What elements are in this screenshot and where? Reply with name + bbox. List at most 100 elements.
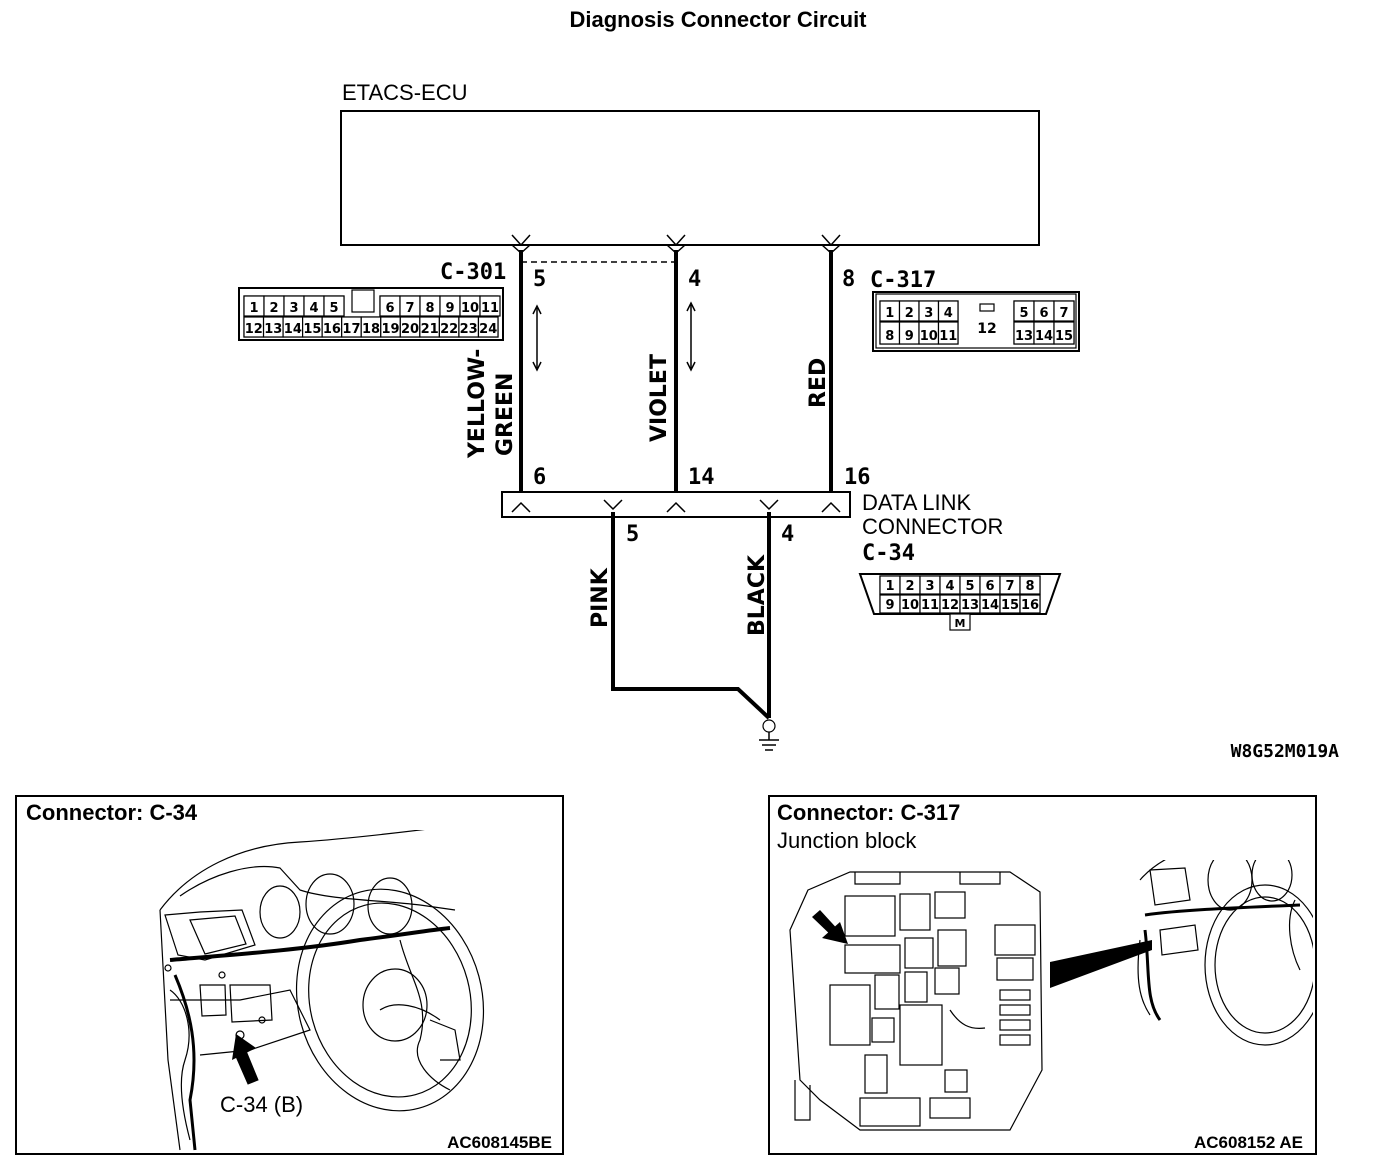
c34-pin-3: 3	[925, 579, 934, 594]
dashboard-illustration-left	[159, 830, 485, 1151]
pin-dlc-5: 5	[626, 522, 639, 547]
c34-pin-6: 6	[985, 579, 994, 594]
dlc-terminals	[511, 499, 841, 513]
diagram-code: W8G52M019A	[1231, 741, 1340, 762]
c301-pin-24: 24	[479, 322, 497, 337]
c301-pin-23: 23	[460, 322, 478, 337]
c34-pin-1: 1	[885, 579, 894, 594]
pin-dlc-14: 14	[688, 465, 715, 490]
c34-pin-16: 16	[1021, 598, 1039, 613]
dlc-name-line1: DATA LINK	[862, 490, 972, 515]
c34-pin-14: 14	[981, 598, 999, 613]
c317-pin-11: 11	[939, 329, 957, 344]
pin-dlc-6: 6	[533, 465, 546, 490]
wire-color-black: BLACK	[745, 554, 770, 636]
c301-pin-16: 16	[323, 322, 341, 337]
c317-pin-8: 8	[885, 329, 894, 344]
c301-pin-24-cell	[477, 316, 499, 338]
c301-pin-21: 21	[421, 322, 439, 337]
c301-pin-17: 17	[342, 322, 360, 337]
connector-c317-panel-code: AC608152 AE	[1194, 1133, 1303, 1152]
c301-pin-7: 7	[405, 301, 414, 316]
connector-c317-panel-subtitle: Junction block	[777, 828, 917, 853]
c317-pin-10: 10	[920, 329, 938, 344]
c301-pin-5-cell	[323, 295, 345, 317]
c34-pin-16-cell	[1019, 594, 1041, 614]
junction-block-illustration	[789, 860, 1313, 1131]
c301-label: C-301	[440, 260, 506, 285]
wire-color-violet: VIOLET	[647, 354, 672, 442]
c301-pin-11-cell	[479, 295, 501, 317]
c317-pin-1: 1	[885, 306, 894, 321]
c301-pin-11: 11	[481, 301, 499, 316]
c317-pin-11-cell	[937, 321, 959, 345]
c301-pin-1: 1	[249, 301, 258, 316]
c34-pin-8: 8	[1025, 579, 1034, 594]
c301-pin-2: 2	[269, 301, 278, 316]
c34-pin-4: 4	[945, 579, 954, 594]
c317-pin-4: 4	[944, 306, 953, 321]
c34-pin-15: 15	[1001, 598, 1019, 613]
ecu-box	[340, 110, 1040, 246]
data-link-connector-box	[501, 491, 851, 518]
twisted-pair-arrow-icon	[532, 301, 696, 372]
connector-c34-panel-title: Connector: C-34	[26, 800, 198, 825]
c301-pin-18: 18	[362, 322, 380, 337]
c301-pin-14: 14	[284, 322, 302, 337]
wire-pink	[611, 512, 771, 720]
c301-pin-10: 10	[461, 301, 479, 316]
connector-c317-panel-title: Connector: C-317	[777, 800, 960, 825]
c317-label: C-317	[870, 268, 936, 293]
wire-color-pink: PINK	[588, 567, 613, 628]
c301-pin-8: 8	[425, 301, 434, 316]
c317-pin-14: 14	[1035, 329, 1053, 344]
c317-pin-15-cell	[1053, 321, 1075, 345]
c317-pin-3: 3	[924, 306, 933, 321]
c301-pin-9: 9	[445, 301, 454, 316]
c317-pin-6: 6	[1039, 306, 1048, 321]
c317-pin-4-cell	[937, 300, 959, 322]
c317-pin-2: 2	[905, 306, 914, 321]
c34-label: C-34	[862, 541, 915, 566]
c317-pin-9: 9	[905, 329, 914, 344]
wire-color-yellow: YELLOW-	[465, 349, 490, 459]
c317-pin-13: 13	[1015, 329, 1033, 344]
c301-pin-6: 6	[385, 301, 394, 316]
wire-color-green: GREEN	[493, 373, 518, 456]
wire-color-red: RED	[806, 358, 831, 408]
c34-pin-7: 7	[1005, 579, 1014, 594]
c34-pin-8-cell	[1019, 575, 1041, 595]
c34-pin-9: 9	[885, 598, 894, 613]
c34-pin-11: 11	[921, 598, 939, 613]
dlc-name-line2: CONNECTOR	[862, 514, 1003, 539]
c317-pin-15: 15	[1055, 329, 1073, 344]
connector-c34-panel	[15, 795, 564, 1155]
c301-pin-4: 4	[309, 301, 318, 316]
c301-pin-20: 20	[401, 322, 419, 337]
c301-pin-22: 22	[440, 322, 458, 337]
c317-pin-5: 5	[1019, 306, 1028, 321]
c317-pin-7: 7	[1059, 306, 1068, 321]
c301-pin-19: 19	[381, 322, 399, 337]
pin-dlc-4: 4	[781, 522, 794, 547]
pin-c317-8: 8	[842, 267, 855, 292]
c34-pin-12: 12	[941, 598, 959, 613]
connector-c34-panel-code: AC608145BE	[447, 1133, 552, 1152]
c301-pin-3: 3	[289, 301, 298, 316]
c317-pin-12: 12	[977, 321, 996, 337]
c317-pin-7-cell	[1053, 300, 1075, 322]
pin-c301-5: 5	[533, 267, 546, 292]
pin-dlc-16: 16	[844, 465, 871, 490]
c34-pin-2: 2	[905, 579, 914, 594]
c34-pin-13: 13	[961, 598, 979, 613]
c301-pin-12: 12	[245, 322, 263, 337]
c301-pin-5: 5	[329, 301, 338, 316]
connector-c34-callout: C-34 (B)	[220, 1092, 303, 1117]
diagram-title: Diagnosis Connector Circuit	[569, 7, 867, 32]
pin-c301-4: 4	[688, 267, 701, 292]
ground-icon	[759, 719, 779, 751]
ecu-label: ETACS-ECU	[342, 80, 468, 105]
